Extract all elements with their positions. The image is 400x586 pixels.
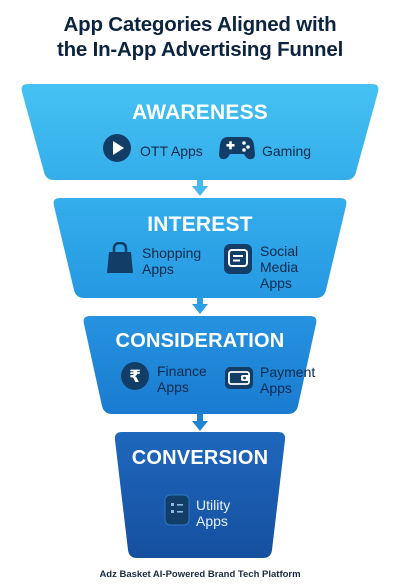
- wallet-icon: [224, 365, 254, 396]
- gamepad-icon: [219, 135, 255, 166]
- item-shopping-apps: Shopping Apps: [106, 241, 202, 279]
- item-ott-apps: OTT Apps: [102, 133, 203, 168]
- stage-label-consideration: CONSIDERATION: [115, 330, 285, 352]
- rupee-icon: ₹: [120, 361, 150, 396]
- stage-conversion-shape: [114, 432, 286, 558]
- item-label-utility-apps: Utility Apps: [196, 496, 231, 529]
- utility-icon: [164, 494, 190, 531]
- diagram-title: App Categories Aligned with the In-App A…: [0, 12, 400, 62]
- item-social-media-apps: Social Media Apps: [223, 243, 298, 291]
- connector-arrows: [192, 178, 208, 431]
- play-icon: [102, 133, 132, 168]
- item-utility-apps: Utility Apps: [164, 494, 230, 531]
- item-label-gaming: Gaming: [262, 142, 312, 159]
- footer-credit: Adz Basket AI-Powered Brand Tech Platfor…: [99, 569, 301, 580]
- item-label-ott-apps: OTT Apps: [140, 142, 203, 159]
- item-payment-apps: Payment Apps: [224, 364, 315, 396]
- shopping-bag-icon: [106, 241, 134, 279]
- stage-label-conversion: CONVERSION: [131, 447, 269, 469]
- title-line-1: App Categories Aligned with: [63, 13, 337, 36]
- item-label-social-media-apps: Social Media Apps: [260, 243, 299, 291]
- item-finance-apps: ₹ Finance Apps: [120, 361, 207, 396]
- title-line-2: the In-App Advertising Funnel: [56, 38, 344, 61]
- svg-text:₹: ₹: [129, 367, 141, 387]
- stage-consideration-shape: [83, 316, 317, 414]
- item-label-shopping-apps: Shopping Apps: [142, 244, 202, 277]
- item-label-payment-apps: Payment Apps: [260, 364, 316, 396]
- stage-label-awareness: AWARENESS: [132, 101, 268, 124]
- stage-label-interest: INTEREST: [147, 213, 253, 236]
- item-gaming: Gaming: [219, 135, 311, 166]
- item-label-finance-apps: Finance Apps: [157, 362, 207, 395]
- chat-icon: [223, 243, 253, 280]
